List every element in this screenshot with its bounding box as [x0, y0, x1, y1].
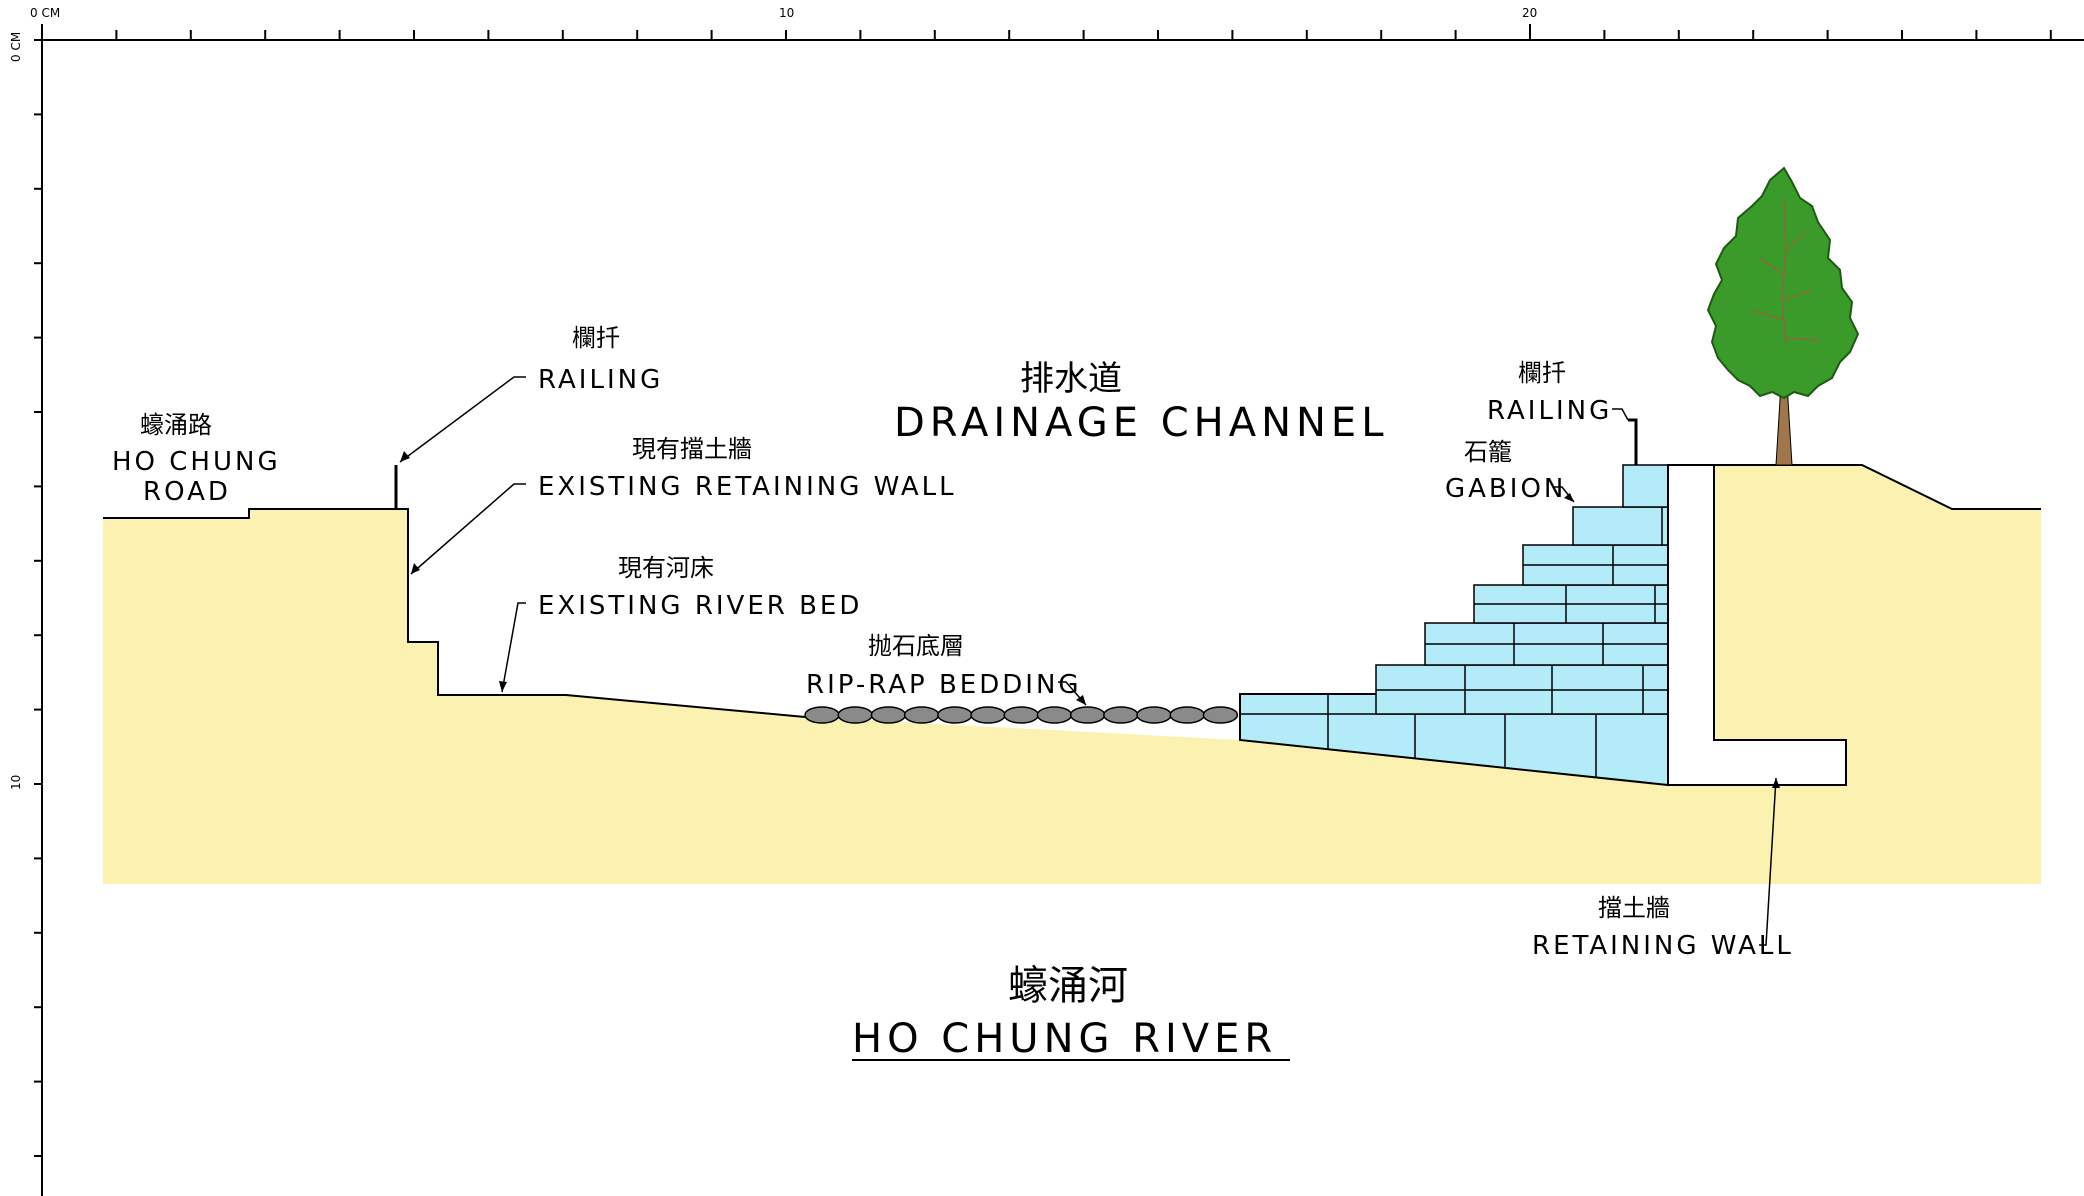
gabion-block [1572, 506, 1669, 546]
gabion-label-en: GABION [1445, 474, 1566, 504]
riprap-stone [804, 706, 840, 724]
riprap-stone [1069, 706, 1106, 724]
riprap-stone [970, 706, 1006, 724]
gabion-block [1622, 464, 1669, 508]
riprap-label-en: RIP-RAP BEDDING [806, 670, 1082, 700]
railing-left-label-en: RAILING [538, 365, 663, 395]
ground-soil [103, 465, 2041, 884]
railing-right-label-en: RAILING [1487, 396, 1612, 426]
riprap-bedding [804, 706, 1239, 724]
retaining-wall-label-zh: 擋土牆 [1598, 894, 1670, 922]
channel-label-en: DRAINAGE CHANNEL [894, 400, 1388, 446]
riprap-stone [937, 706, 973, 724]
riprap-stone [1202, 706, 1239, 724]
railing-right-label-zh: 欄扦 [1518, 359, 1566, 387]
title-en: HO CHUNG RIVER [852, 1016, 1277, 1062]
channel-label-zh: 排水道 [1020, 359, 1122, 399]
gabion-stack [1239, 464, 1669, 787]
retaining-wall-label-en: RETAINING WALL [1532, 931, 1794, 961]
ruler [34, 24, 2084, 1196]
riprap-stone [903, 706, 940, 724]
title-zh: 蠔涌河 [1008, 963, 1128, 1009]
riprap-stone [837, 706, 873, 724]
leader-arrowheads [400, 451, 1780, 788]
ground-outline [103, 508, 806, 718]
existing-bed-label-en: EXISTING RIVER BED [538, 591, 862, 621]
retaining-wall [1667, 464, 1847, 786]
gabion-label-zh: 石籠 [1464, 438, 1512, 466]
road-label-en-2: ROAD [143, 477, 231, 507]
riprap-stone [1003, 706, 1039, 724]
ruler-left-label-10: 10 [9, 775, 23, 790]
riprap-stone [1169, 706, 1205, 724]
riprap-stone [1103, 706, 1139, 724]
existing-bed-label-zh: 現有河床 [618, 554, 714, 582]
existing-wall-label-en: EXISTING RETAINING WALL [538, 472, 957, 502]
road-label-zh: 蠔涌路 [140, 411, 212, 439]
railing-left-label-zh: 欄扦 [572, 324, 620, 352]
railing-right [1628, 418, 1638, 465]
existing-wall-label-zh: 現有擋土牆 [632, 435, 752, 463]
road-label-en-1: HO CHUNG [112, 447, 281, 477]
tree-icon [1706, 166, 1860, 466]
ruler-left-label-0: 0 CM [9, 32, 23, 62]
riprap-stone [870, 706, 907, 724]
riprap-label-zh: 抛石底層 [868, 632, 964, 660]
riprap-stone [1136, 706, 1172, 724]
riprap-stone [1036, 706, 1073, 724]
ruler-top-label-0: 0 CM [30, 6, 60, 20]
ruler-top-label-10: 10 [779, 6, 794, 20]
ruler-top-label-20: 20 [1522, 6, 1537, 20]
